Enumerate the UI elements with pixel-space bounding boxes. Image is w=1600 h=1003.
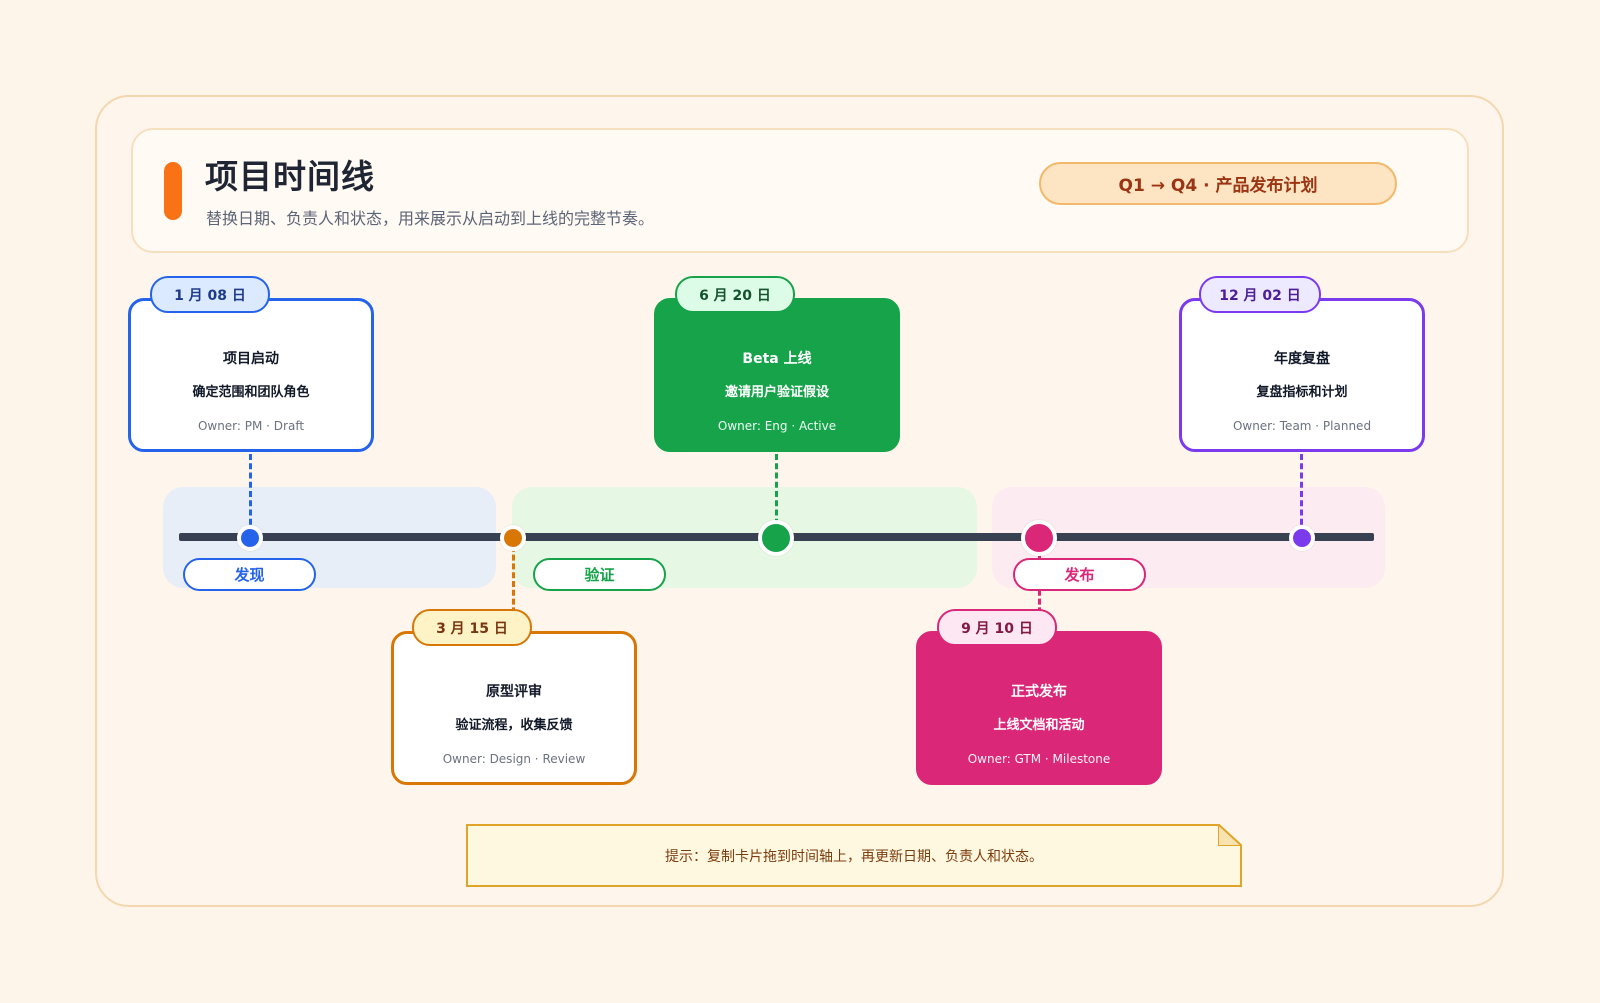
milestone-owner: Owner: GTM · Milestone xyxy=(967,752,1111,766)
milestone-dot[interactable] xyxy=(1021,520,1057,556)
milestone-owner: Owner: Eng · Active xyxy=(717,419,837,433)
milestone-dot[interactable] xyxy=(1289,525,1315,551)
milestone-owner: Owner: Team · Planned xyxy=(1232,419,1372,433)
milestone-desc: 复盘指标和计划 xyxy=(1256,385,1348,400)
milestone-desc: 验证流程，收集反馈 xyxy=(455,718,573,733)
milestone-date-tab: 12 月 02 日 xyxy=(1199,276,1321,313)
milestone-dot[interactable] xyxy=(758,520,794,556)
milestone-dot[interactable] xyxy=(500,525,526,551)
phase-label-launch[interactable]: 发布 xyxy=(1013,558,1146,591)
milestone-title: 年度复盘 xyxy=(1274,351,1330,367)
milestone-title: Beta 上线 xyxy=(742,351,812,367)
title-accent-bar xyxy=(164,162,182,220)
milestone-desc: 上线文档和活动 xyxy=(993,718,1085,733)
milestone-date-tab: 9 月 10 日 xyxy=(937,609,1057,646)
milestone-card-launch[interactable]: 正式发布 上线文档和活动 Owner: GTM · Milestone xyxy=(916,631,1162,785)
milestone-title: 项目启动 xyxy=(223,351,279,367)
connector-line xyxy=(1300,454,1303,534)
milestone-owner: Owner: Design · Review xyxy=(442,752,586,766)
milestone-card-prototype[interactable]: 原型评审 验证流程，收集反馈 Owner: Design · Review xyxy=(391,631,637,785)
milestone-desc: 确定范围和团队角色 xyxy=(192,385,310,400)
plan-badge: Q1 → Q4 · 产品发布计划 xyxy=(1039,162,1397,205)
connector-line xyxy=(775,454,778,534)
tip-note: 提示：复制卡片拖到时间轴上，再更新日期、负责人和状态。 xyxy=(466,824,1242,887)
phase-label-discover[interactable]: 发现 xyxy=(183,558,316,591)
milestone-title: 正式发布 xyxy=(1011,684,1067,700)
milestone-card-beta[interactable]: Beta 上线 邀请用户验证假设 Owner: Eng · Active xyxy=(654,298,900,452)
page-subtitle: 替换日期、负责人和状态，用来展示从启动到上线的完整节奏。 xyxy=(206,209,655,228)
page-title: 项目时间线 xyxy=(205,157,375,196)
milestone-dot[interactable] xyxy=(237,525,263,551)
connector-line xyxy=(512,537,515,631)
note-fold-corner xyxy=(1218,824,1242,846)
connector-line xyxy=(249,454,252,534)
milestone-title: 原型评审 xyxy=(486,684,542,700)
milestone-card-review[interactable]: 年度复盘 复盘指标和计划 Owner: Team · Planned xyxy=(1179,298,1425,452)
milestone-card-kickoff[interactable]: 项目启动 确定范围和团队角色 Owner: PM · Draft xyxy=(128,298,374,452)
milestone-desc: 邀请用户验证假设 xyxy=(724,385,829,400)
phase-label-validate[interactable]: 验证 xyxy=(533,558,666,591)
milestone-owner: Owner: PM · Draft xyxy=(197,419,305,433)
milestone-date-tab: 6 月 20 日 xyxy=(675,276,795,313)
milestone-date-tab: 1 月 08 日 xyxy=(150,276,270,313)
milestone-date-tab: 3 月 15 日 xyxy=(412,609,532,646)
